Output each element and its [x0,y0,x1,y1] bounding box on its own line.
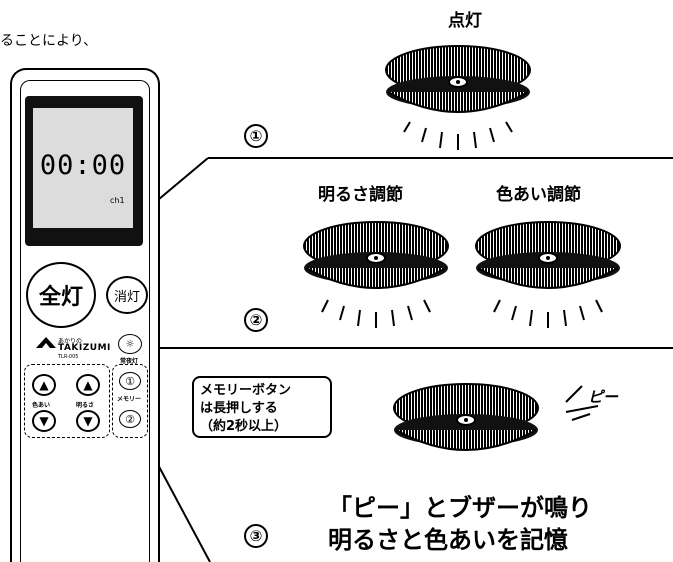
color-down-button[interactable]: ▼ [32,410,56,432]
model-number: TLR-005 [58,354,79,360]
remote-inner-panel [20,80,150,562]
color-brightness-keypad [24,364,110,438]
scene1-label: 点灯 [448,11,482,31]
display-time: 00:00 [39,150,127,181]
brightness-label: 明るさ [76,402,95,409]
scene2-label-brightness: 明るさ調節 [318,185,403,205]
display-channel: ch1 [110,196,125,205]
brand-logo-icon [36,337,56,348]
color-up-button[interactable]: ▲ [32,374,56,396]
all-on-button[interactable]: 全灯 [26,262,96,328]
remote-display [33,108,133,228]
brightness-up-button[interactable]: ▲ [76,374,100,396]
callout-line-2: は長押しする [200,401,278,416]
memory-1-button[interactable]: ① [119,372,141,390]
memory-2-button[interactable]: ② [119,410,141,428]
brand-name: TAKIZUMI [58,343,111,353]
night-light-label: 常夜灯 [120,358,139,365]
step-1-badge: ① [244,124,268,148]
off-button[interactable]: 消灯 [106,276,148,314]
step-3-badge: ③ [244,524,268,548]
color-label: 色あい [32,402,51,409]
night-light-button[interactable]: ☼ [118,334,142,354]
brightness-down-button[interactable]: ▼ [76,410,100,432]
brand-kana: あかりの [58,338,83,345]
result-line-1: 「ピー」とブザーが鳴り [328,494,592,522]
step-2-badge: ② [244,308,268,332]
beep-text: ピー [588,388,619,406]
intro-text: ることにより、 [0,33,98,49]
scene2-label-color: 色あい調節 [496,185,581,205]
memory-label: メモリー [117,396,142,403]
memory-callout: メモリーボタン は長押しする （約2秒以上） [192,376,332,438]
callout-line-1: メモリーボタン [200,383,292,398]
bulb-icon: ☼ [125,338,135,350]
memory-button-group [112,364,148,438]
callout-line-3: （約2秒以上） [200,419,288,434]
result-line-2: 明るさと色あいを記憶 [328,526,568,554]
